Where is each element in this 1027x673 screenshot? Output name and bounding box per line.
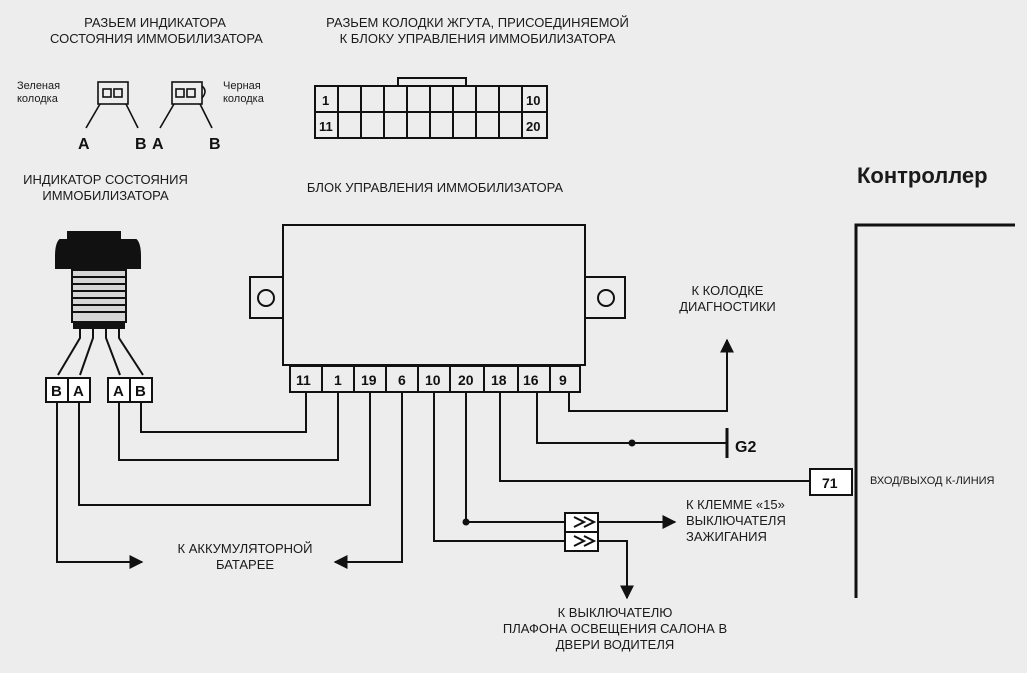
terminal-a-right: A xyxy=(113,383,124,400)
ground-junction xyxy=(628,439,636,447)
ignition-junction xyxy=(462,518,470,526)
ecu-pin-19: 19 xyxy=(361,372,377,388)
ground-g2-label: G2 xyxy=(735,439,756,456)
ecu-pin-18: 18 xyxy=(491,372,507,388)
ecu-pin-20: 20 xyxy=(458,372,474,388)
indicator-connector-title: РАЗЬЕМ ИНДИКАТОРА СОСТОЯНИЯ ИММОБИЛИЗАТО… xyxy=(50,15,263,46)
ignition-label: К КЛЕММЕ «15» ВЫКЛЮЧАТЕЛЯ ЗАЖИГАНИЯ xyxy=(686,497,786,544)
black-connector-icon xyxy=(159,81,213,129)
harness-pin-10: 10 xyxy=(526,93,540,108)
battery-label: К АККУМУЛЯТОРНОЙ БАТАРЕЕ xyxy=(177,541,313,572)
diagnostics-label: К КОЛОДКЕ ДИАГНОСТИКИ xyxy=(679,283,776,314)
controller-pin-71-box xyxy=(809,468,853,496)
harness-connector-title: РАЗЬЕМ КОЛОДКИ ЖГУТА, ПРИСОЕДИНЯЕМОЙ К Б… xyxy=(326,15,629,46)
harness-connector xyxy=(314,77,548,139)
ecu-title: БЛОК УПРАВЛЕНИЯ ИММОБИЛИЗАТОРА xyxy=(306,180,564,195)
wires xyxy=(56,338,810,600)
terminal-a-left: A xyxy=(73,383,84,400)
green-pin-a: A xyxy=(78,136,90,153)
ecu-pin-16: 16 xyxy=(523,372,539,388)
ecu-pin-11: 11 xyxy=(296,372,311,388)
terminal-b-right: B xyxy=(135,383,146,400)
ecu-pin-10: 10 xyxy=(425,372,441,388)
indicator-lamp-icon xyxy=(55,231,141,329)
black-pin-a: A xyxy=(152,136,164,153)
door-lamp-label: К ВЫКЛЮЧАТЕЛЮ ПЛАФОНА ОСВЕЩЕНИЯ САЛОНА В… xyxy=(502,605,728,652)
fuse-connector-icon xyxy=(564,512,599,552)
black-pin-b: B xyxy=(209,136,221,153)
controller-title: Контроллер xyxy=(857,163,988,188)
ecu-pin-9: 9 xyxy=(559,372,567,388)
harness-pin-1: 1 xyxy=(322,93,329,108)
kline-label: ВХОД/ВЫХОД К-ЛИНИЯ xyxy=(870,475,995,487)
black-block-label: Черная колодка xyxy=(223,80,264,105)
ecu-box xyxy=(249,224,626,393)
terminal-b-left: B xyxy=(51,383,62,400)
ecu-pin-6: 6 xyxy=(398,372,406,388)
ecu-pin-1: 1 xyxy=(334,372,342,388)
harness-pin-20: 20 xyxy=(526,119,540,134)
controller-box xyxy=(854,223,1015,598)
green-pin-b: B xyxy=(135,136,147,153)
controller-pin-71: 71 xyxy=(822,475,838,491)
green-connector-icon xyxy=(85,81,139,129)
indicator-title: ИНДИКАТОР СОСТОЯНИЯ ИММОБИЛИЗАТОРА xyxy=(23,172,188,203)
indicator-leads xyxy=(57,328,144,376)
green-block-label: Зеленая колодка xyxy=(17,80,61,105)
harness-pin-11: 11 xyxy=(319,119,333,134)
